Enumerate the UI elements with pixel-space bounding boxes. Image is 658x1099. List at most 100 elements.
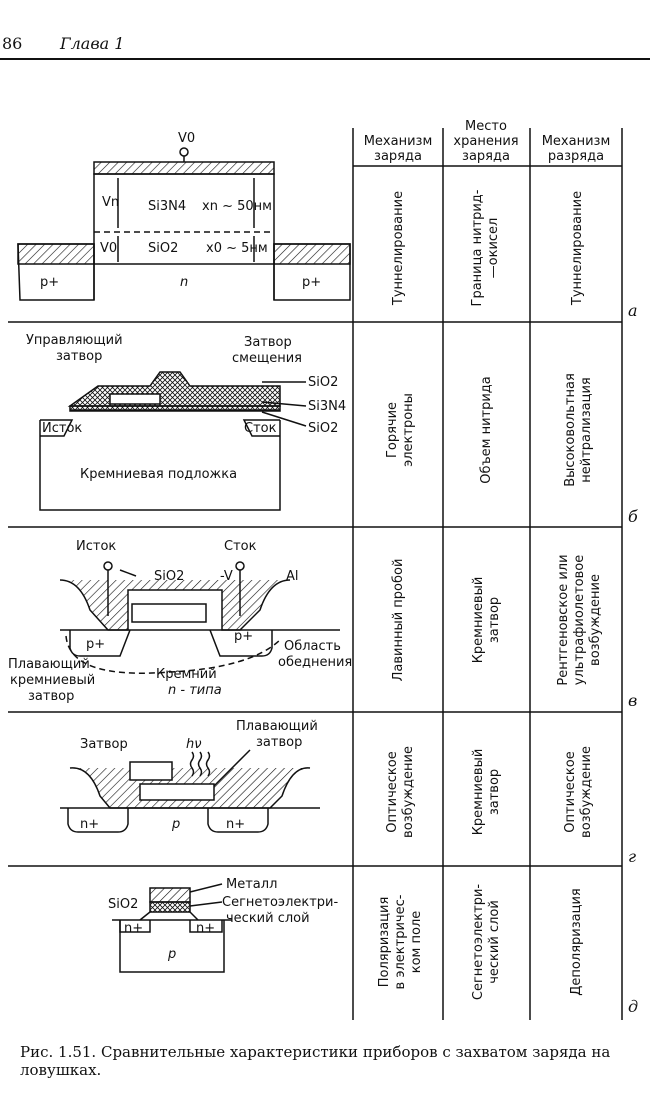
svg-text:SiO2: SiO2 xyxy=(148,241,178,256)
diagram-b-labels: Управляющий затвор Затвор смещения SiO2 … xyxy=(26,333,346,482)
caption-prefix: Рис. 1.51. xyxy=(20,1043,97,1061)
svg-text:Лавинный пробой: Лавинный пробой xyxy=(391,559,406,682)
svg-text:Сток: Сток xyxy=(244,421,277,436)
svg-text:V0: V0 xyxy=(100,241,117,256)
svg-text:Управляющий: Управляющий xyxy=(26,333,123,348)
svg-text:Горячие: Горячие xyxy=(385,402,400,458)
diagram-e-labels: SiO2 Металл Сегнетоэлектри- ческий слой … xyxy=(108,877,338,962)
svg-text:p+: p+ xyxy=(86,637,105,652)
diagram-b xyxy=(39,371,307,511)
svg-text:Металл: Металл xyxy=(226,877,277,892)
svg-text:Si3N4: Si3N4 xyxy=(148,199,186,214)
page-number: 86 xyxy=(2,34,23,53)
svg-text:кремниевый: кремниевый xyxy=(10,673,95,688)
svg-text:-V: -V xyxy=(220,569,233,584)
svg-text:Кремний: Кремний xyxy=(156,667,217,682)
row-letter: а xyxy=(628,301,638,320)
svg-text:Оптическое: Оптическое xyxy=(563,751,578,832)
diagram-a-labels: V0 Vn Si3N4 xn ~ 50нм V0 SiO2 x0 ~ 5нм p… xyxy=(40,131,321,290)
svg-text:SiO2: SiO2 xyxy=(308,421,338,436)
diagram-d xyxy=(60,749,320,833)
svg-text:возбуждение: возбуждение xyxy=(588,574,603,666)
svg-text:x0 ~ 5нм: x0 ~ 5нм xyxy=(206,241,268,256)
svg-text:SiO2: SiO2 xyxy=(108,897,138,912)
table-grid xyxy=(8,128,623,1020)
chapter-title: Глава 1 xyxy=(60,34,125,53)
svg-text:Сегнетоэлектри-: Сегнетоэлектри- xyxy=(222,895,338,910)
svg-text:Кремниевый: Кремниевый xyxy=(471,749,486,836)
svg-text:p: p xyxy=(167,947,176,962)
svg-text:Плавающий: Плавающий xyxy=(8,657,90,672)
svg-text:Механизм: Механизм xyxy=(542,134,611,149)
svg-text:Рентгеновское или: Рентгеновское или xyxy=(556,554,571,685)
svg-text:V0: V0 xyxy=(178,131,195,146)
svg-text:затвор: затвор xyxy=(256,735,302,750)
svg-text:SiO2: SiO2 xyxy=(308,375,338,390)
svg-text:обеднения: обеднения xyxy=(278,655,352,670)
svg-text:затвор: затвор xyxy=(487,597,502,643)
diagram-c-labels: Исток Сток SiO2 -V Al p+ p+ Плавающий кр… xyxy=(8,539,352,704)
svg-text:Затвор: Затвор xyxy=(244,335,292,350)
svg-text:затвор: затвор xyxy=(56,349,102,364)
svg-text:Объем нитрида: Объем нитрида xyxy=(479,376,494,484)
svg-text:Место: Место xyxy=(465,119,507,134)
cell-storage: —окисел xyxy=(486,218,501,279)
svg-text:Плавающий: Плавающий xyxy=(236,719,318,734)
svg-text:г: г xyxy=(628,847,636,866)
svg-text:n: n xyxy=(180,275,188,290)
page-header: 86 Глава 1 xyxy=(0,34,658,60)
svg-text:Исток: Исток xyxy=(76,539,116,554)
row-a: Туннелирование Граница нитрид- —окисел Т… xyxy=(391,189,638,320)
svg-text:Деполяризация: Деполяризация xyxy=(569,888,584,995)
svg-text:Сток: Сток xyxy=(224,539,257,554)
figure-caption: Рис. 1.51. Сравнительные характеристики … xyxy=(20,1043,648,1079)
svg-text:Кремниевая подложка: Кремниевая подложка xyxy=(80,467,237,482)
cell-storage: Граница нитрид- xyxy=(470,189,485,306)
svg-text:Vn: Vn xyxy=(102,195,119,210)
svg-text:p+: p+ xyxy=(234,629,253,644)
svg-text:д: д xyxy=(628,997,638,1016)
col-header-discharge: Механизм разряда xyxy=(542,134,611,164)
svg-text:hν: hν xyxy=(186,737,202,752)
svg-text:p+: p+ xyxy=(40,275,59,290)
svg-text:n+: n+ xyxy=(80,817,99,832)
svg-text:затвор: затвор xyxy=(487,769,502,815)
svg-text:возбуждение: возбуждение xyxy=(401,746,416,838)
svg-text:n+: n+ xyxy=(196,921,215,936)
svg-text:p: p xyxy=(171,817,180,832)
svg-text:n - типа: n - типа xyxy=(168,683,222,698)
svg-text:затвор: затвор xyxy=(28,689,74,704)
svg-text:Оптическое: Оптическое xyxy=(385,751,400,832)
svg-text:Сегнетоэлектри-: Сегнетоэлектри- xyxy=(471,884,486,1000)
svg-text:Исток: Исток xyxy=(42,421,82,436)
row-e: Поляризация в электричес- ком поле Сегне… xyxy=(377,884,638,1016)
diagram-c xyxy=(59,561,340,674)
svg-text:разряда: разряда xyxy=(548,149,604,164)
col-header-storage: Место хранения заряда xyxy=(453,119,518,164)
svg-text:SiO2: SiO2 xyxy=(154,569,184,584)
svg-text:xn ~ 50нм: xn ~ 50нм xyxy=(202,199,272,214)
svg-text:n+: n+ xyxy=(124,921,143,936)
svg-text:нейтрализация: нейтрализация xyxy=(579,377,594,483)
diagram-e xyxy=(112,883,232,973)
svg-text:в электричес-: в электричес- xyxy=(393,894,408,989)
svg-text:ком поле: ком поле xyxy=(409,911,424,974)
svg-text:возбуждение: возбуждение xyxy=(579,746,594,838)
svg-text:б: б xyxy=(628,507,638,526)
row-c: Лавинный пробой Кремниевый затвор Рентге… xyxy=(391,554,637,710)
svg-text:Кремниевый: Кремниевый xyxy=(471,577,486,664)
svg-text:ческий слой: ческий слой xyxy=(487,900,502,984)
cell-discharge: Туннелирование xyxy=(570,191,585,306)
row-d: Оптическое возбуждение Кремниевый затвор… xyxy=(385,746,636,866)
svg-text:в: в xyxy=(628,691,637,710)
svg-text:заряда: заряда xyxy=(462,149,510,164)
svg-text:Затвор: Затвор xyxy=(80,737,128,752)
svg-text:электроны: электроны xyxy=(401,393,416,467)
svg-text:смещения: смещения xyxy=(232,351,302,366)
svg-text:заряда: заряда xyxy=(374,149,422,164)
svg-text:Механизм: Механизм xyxy=(364,134,433,149)
cell-charge: Туннелирование xyxy=(391,191,406,306)
svg-text:хранения: хранения xyxy=(453,134,518,149)
svg-text:Область: Область xyxy=(284,639,341,654)
svg-text:Поляризация: Поляризация xyxy=(377,897,392,988)
